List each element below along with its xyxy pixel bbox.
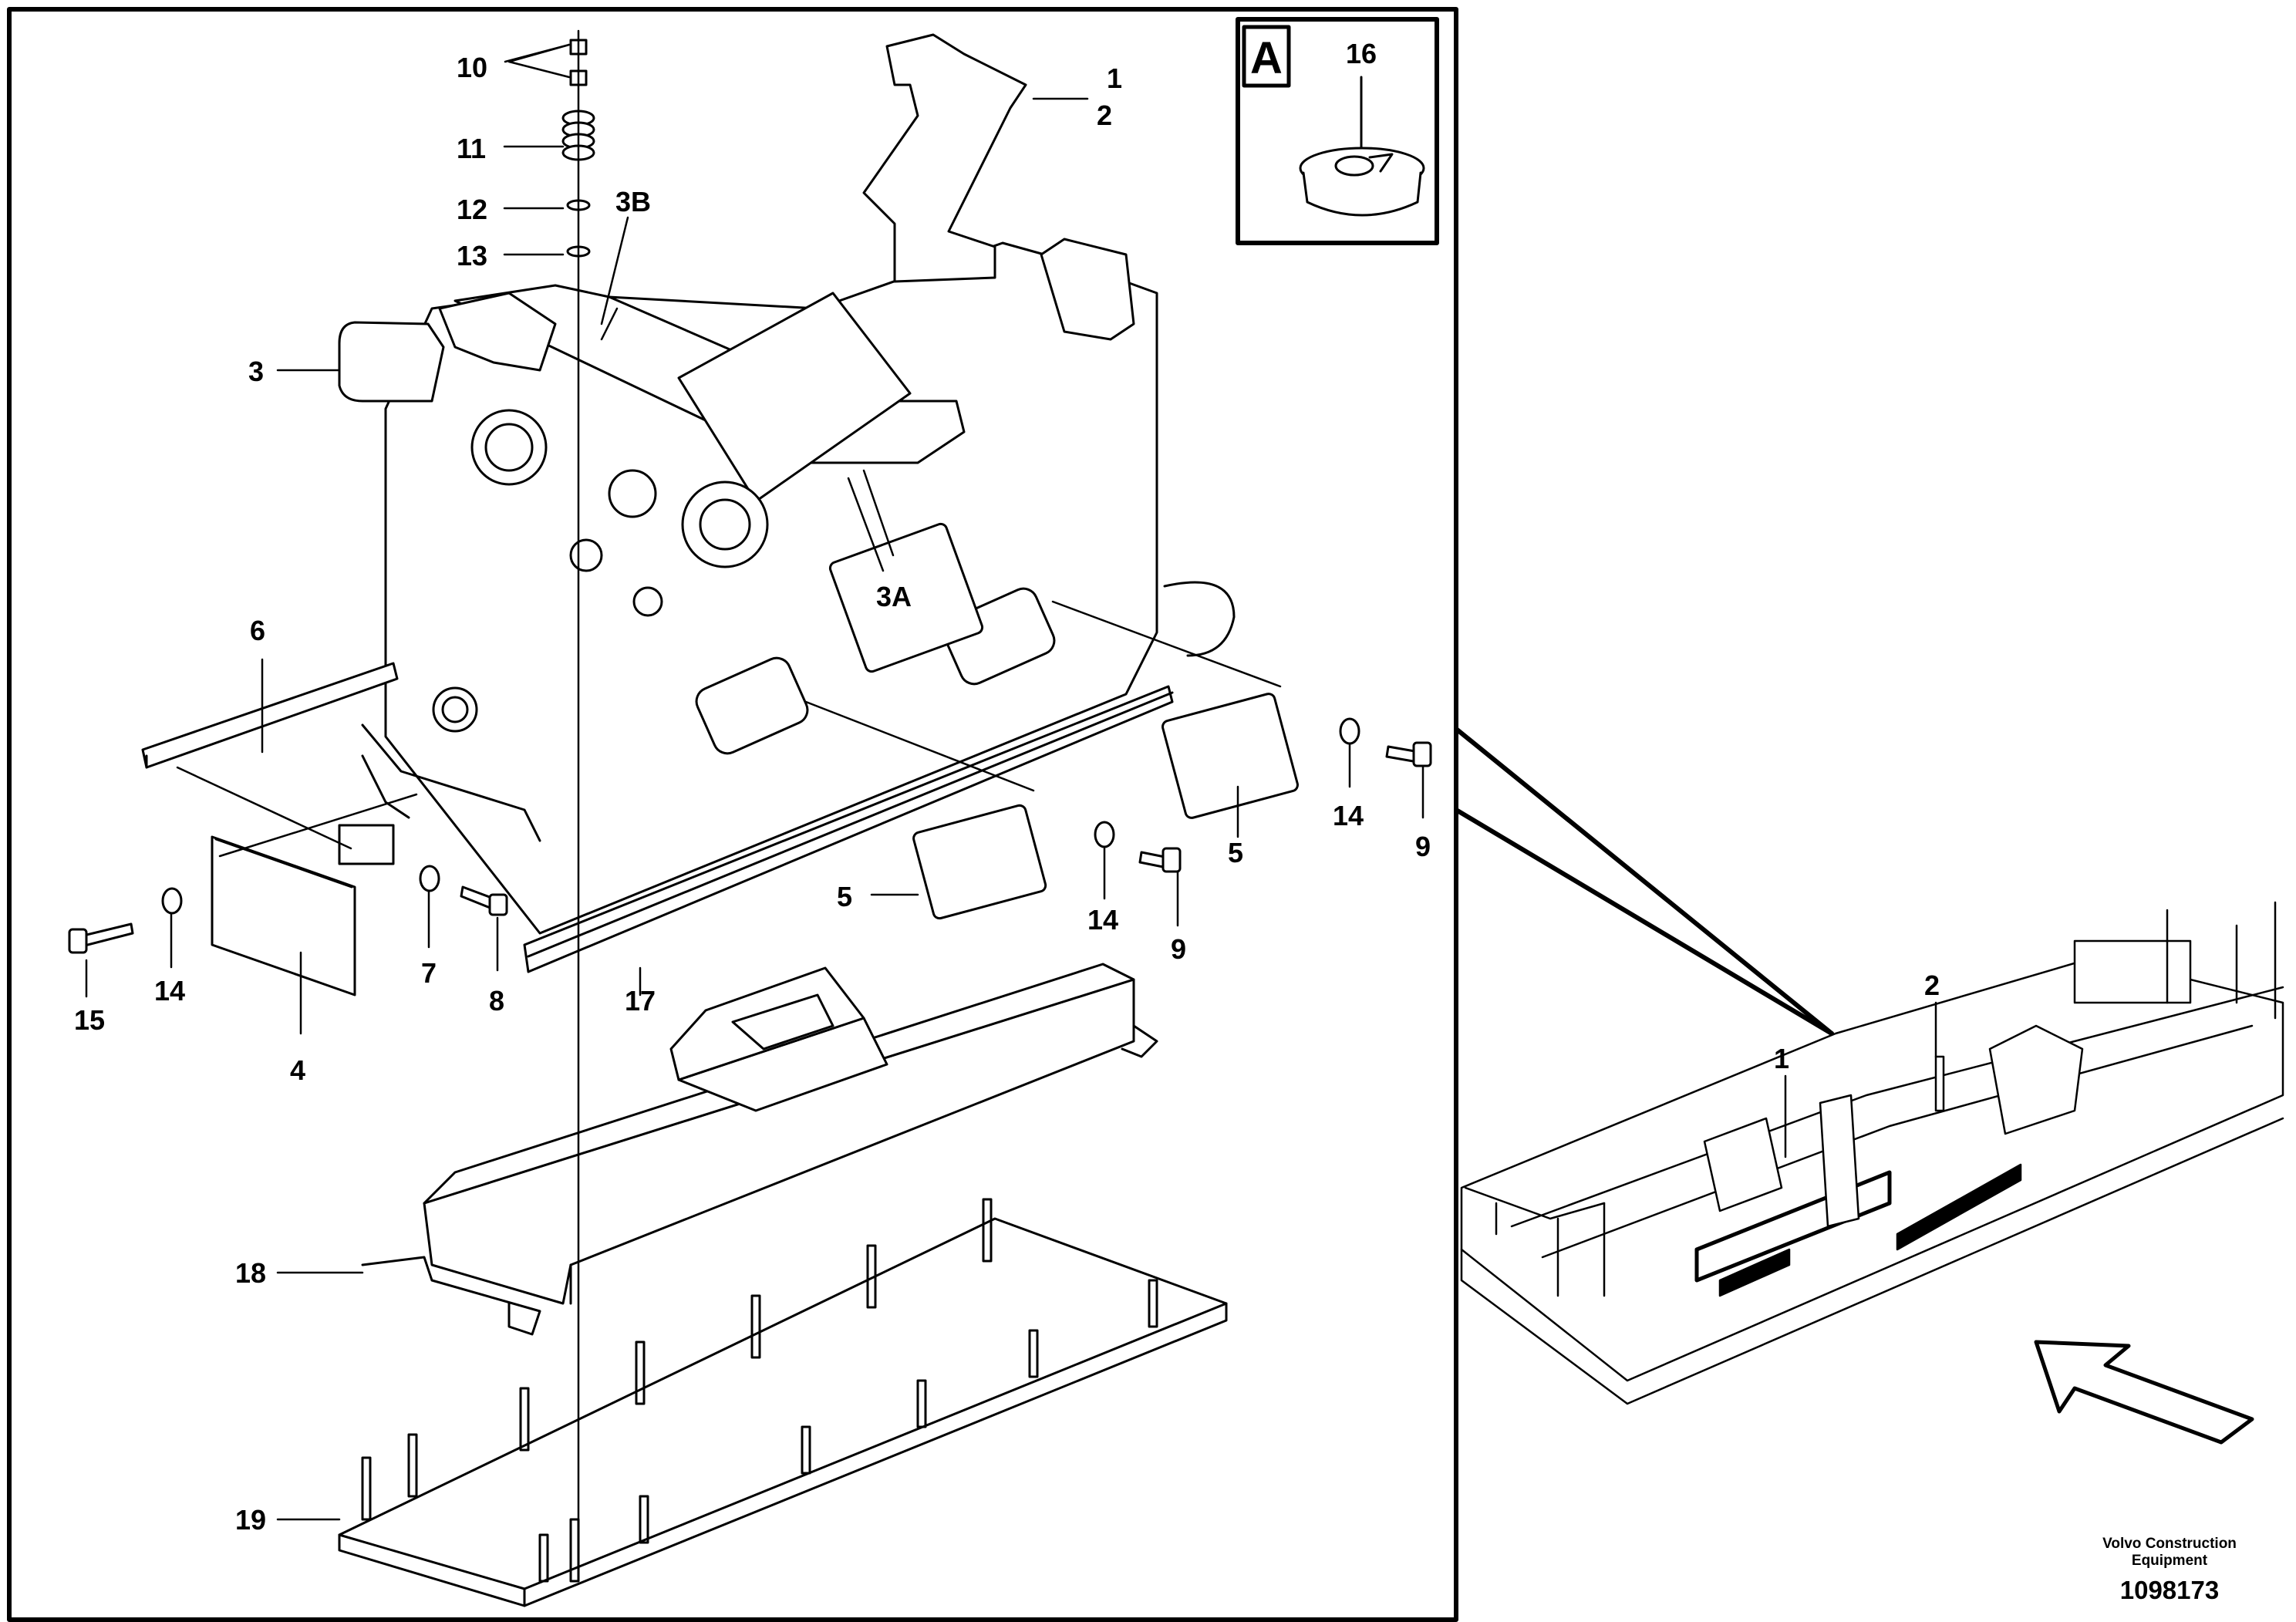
bottom-plate-part — [338, 1198, 1228, 1607]
callout-7: 7 — [421, 957, 437, 989]
cover-part-18 — [361, 963, 1158, 1336]
callout-9-mid: 9 — [1171, 933, 1186, 965]
plate-studs — [361, 1198, 1158, 1583]
washer-part-14-right — [1339, 717, 1360, 745]
callout-5-lower: 5 — [837, 881, 852, 912]
callout-6: 6 — [250, 615, 265, 646]
strip-part-17 — [523, 685, 1174, 973]
callout-3b: 3B — [615, 186, 651, 218]
callout-4: 4 — [290, 1054, 305, 1086]
callout-15: 15 — [74, 1004, 105, 1036]
callout-8: 8 — [489, 985, 504, 1017]
machine-overview: 1 2 — [1460, 901, 2284, 1405]
callout-16: 16 — [1346, 38, 1377, 69]
washer-part-14-left — [161, 887, 183, 915]
washer-part-7 — [419, 865, 440, 892]
plate-part-4 — [211, 835, 356, 996]
detail-letter: A — [1250, 33, 1283, 83]
main-housing-part — [338, 33, 1236, 935]
bolt-part-15 — [68, 922, 134, 954]
callout-11: 11 — [457, 133, 486, 164]
callout-9-right: 9 — [1415, 831, 1431, 862]
callout-14-left: 14 — [154, 975, 185, 1007]
callout-2: 2 — [1097, 99, 1112, 131]
direction-arrow-icon — [2034, 1340, 2254, 1445]
document-footer: Volvo Construction Equipment 1098173 — [2069, 1536, 2270, 1605]
plug-cap-part — [1299, 147, 1425, 217]
callout-14-right: 14 — [1333, 800, 1364, 831]
brand-line-2: Equipment — [2131, 1553, 2208, 1569]
zoom-connector-lines — [1454, 727, 1834, 1036]
callout-19: 19 — [235, 1504, 266, 1536]
bolt-part-9-mid — [1138, 847, 1182, 873]
main-view-frame — [7, 7, 1458, 1622]
document-number: 1098173 — [2119, 1576, 2220, 1604]
leader-lines — [85, 43, 1424, 1521]
brand-line-1: Volvo Construction — [2102, 1536, 2237, 1552]
bolt-part-9-right — [1385, 741, 1432, 767]
callout-5-upper: 5 — [1228, 837, 1243, 868]
callout-12: 12 — [457, 194, 487, 225]
callout-17: 17 — [625, 985, 656, 1017]
cover-part-5-upper — [1161, 693, 1299, 819]
overview-callout-1: 1 — [1774, 1043, 1789, 1074]
assembly-lines — [176, 29, 1282, 1536]
rail-part-6 — [141, 662, 399, 769]
callout-14-mid: 14 — [1087, 904, 1118, 936]
callout-labels: 1 2 3 3A 3B 4 5 5 6 7 8 9 9 10 11 12 13 … — [74, 52, 1431, 1536]
cover-part-5-lower — [912, 804, 1047, 920]
washer-part-14-mid — [1094, 821, 1115, 848]
callout-3a: 3A — [876, 581, 912, 612]
callout-3: 3 — [248, 356, 264, 387]
overview-callout-2: 2 — [1924, 969, 1940, 1001]
callout-13: 13 — [457, 240, 487, 271]
callout-10: 10 — [457, 52, 487, 83]
callout-18: 18 — [235, 1257, 266, 1289]
bolt-part-8 — [460, 885, 508, 916]
detail-a-box: A 16 — [1236, 17, 1439, 245]
callout-1: 1 — [1107, 62, 1122, 94]
